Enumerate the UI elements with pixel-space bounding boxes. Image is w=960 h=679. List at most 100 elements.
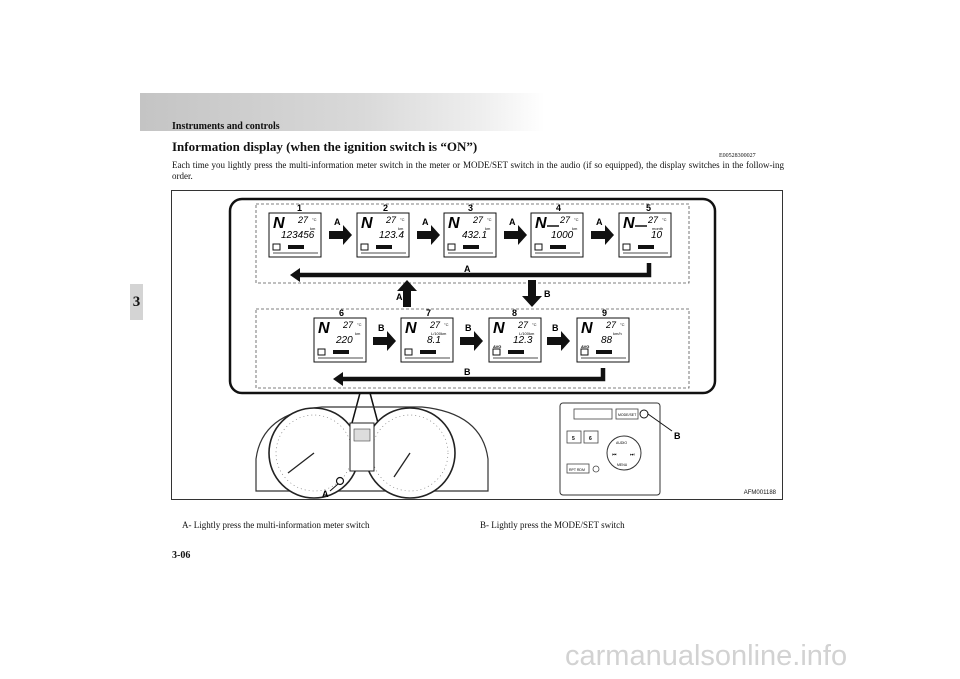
svg-text:10: 10 <box>651 230 663 241</box>
svg-text:A: A <box>422 217 429 227</box>
watermark-logo: carmanualsonline.info <box>565 640 848 672</box>
svg-text:km: km <box>572 226 578 231</box>
screen-number-5: 5 <box>646 203 651 213</box>
volume-knob <box>639 409 649 419</box>
caption-b: B- Lightly press the MODE/SET switch <box>480 520 625 530</box>
screen-7: N 27 °C L/100km 8.1 <box>400 317 454 363</box>
arrow-b-1: B <box>373 323 396 351</box>
screen-5: N 27 °C month 10 <box>618 212 672 258</box>
page-title: Information display (when the ignition s… <box>172 139 478 154</box>
svg-text:B: B <box>544 289 551 299</box>
bottom-sequence-box <box>255 308 690 389</box>
screen-number-8: 8 <box>512 308 517 318</box>
audio-panel: MODE/SET 5 6 AUDIO MENU ⏮ ⏭ RPT RDM B <box>559 402 681 496</box>
svg-text:27: 27 <box>385 215 397 225</box>
svg-text:MENU: MENU <box>617 463 628 467</box>
svg-text:km: km <box>310 226 316 231</box>
svg-text:°C: °C <box>400 217 405 222</box>
svg-text:27: 27 <box>342 320 354 330</box>
svg-text:27: 27 <box>605 320 617 330</box>
display-sequence-diagram: N 27 °C km 123456 N 27 °C km 123.4 N 27 … <box>228 197 717 499</box>
chapter-tab: 3 <box>130 284 143 320</box>
screen-1: N 27 °C km 123456 <box>268 212 322 258</box>
top-sequence-box <box>255 203 690 284</box>
svg-text:km: km <box>355 331 361 336</box>
svg-text:B: B <box>378 323 385 333</box>
svg-text:N: N <box>623 215 635 232</box>
screen-number-6: 6 <box>339 308 344 318</box>
screen-number-2: 2 <box>383 203 388 213</box>
panel-connector <box>351 392 379 424</box>
screen-number-1: 1 <box>297 203 302 213</box>
svg-text:L/100km: L/100km <box>519 331 535 336</box>
screen-number-3: 3 <box>468 203 473 213</box>
svg-text:°C: °C <box>444 322 449 327</box>
arrow-b-3: B <box>547 323 570 351</box>
svg-text:N: N <box>581 320 593 337</box>
svg-text:L/100km: L/100km <box>431 331 447 336</box>
svg-text:RPT RDM: RPT RDM <box>569 468 585 472</box>
svg-text:27: 27 <box>517 320 529 330</box>
screen-3: N 27 °C km 432.1 <box>443 212 497 258</box>
arrow-b-2: B <box>460 323 483 351</box>
screen-6: N 27 °C km 220 <box>313 317 367 363</box>
arrow-b-return-bottom: B <box>333 367 606 386</box>
svg-text:N: N <box>535 215 547 232</box>
svg-text:B: B <box>464 367 471 377</box>
svg-text:N: N <box>493 320 505 337</box>
svg-text:27: 27 <box>647 215 659 225</box>
header-band <box>140 93 545 131</box>
svg-text:432.1: 432.1 <box>462 230 487 241</box>
svg-text:N: N <box>448 215 460 232</box>
arrow-a-up: A <box>396 280 417 307</box>
svg-text:N: N <box>405 320 417 337</box>
instrument-cluster: A <box>255 406 489 499</box>
figure-frame: N 27 °C km 123456 N 27 °C km 123.4 N 27 … <box>171 190 783 500</box>
switch-label-b: B <box>674 431 681 441</box>
svg-text:month: month <box>652 226 663 231</box>
svg-text:27: 27 <box>472 215 484 225</box>
multi-information-switch <box>335 476 345 486</box>
arrow-a-4: A <box>591 217 614 245</box>
svg-text:B: B <box>552 323 559 333</box>
screen-9: N 27 °C km/h AVG 88 <box>576 317 630 363</box>
svg-text:°C: °C <box>312 217 317 222</box>
svg-text:220: 220 <box>335 335 353 346</box>
arrow-a-1: A <box>329 217 352 245</box>
figure-code: AFM001188 <box>743 490 776 496</box>
intro-paragraph: Each time you lightly press the multi-in… <box>172 160 784 181</box>
arrow-a-return-top: A <box>290 263 652 282</box>
svg-text:A: A <box>396 292 403 302</box>
svg-text:B: B <box>465 323 472 333</box>
svg-text:5: 5 <box>572 436 575 442</box>
svg-text:6: 6 <box>589 436 592 442</box>
svg-text:A: A <box>509 217 516 227</box>
svg-text:1000: 1000 <box>551 230 574 241</box>
mode-set-button <box>615 408 639 420</box>
doc-code: E00528300027 <box>719 153 756 159</box>
arrow-b-down: B <box>522 280 551 307</box>
svg-text:A: A <box>596 217 603 227</box>
switch-label-a: A <box>322 489 329 499</box>
svg-text:MODE/SET: MODE/SET <box>618 413 637 417</box>
svg-text:8.1: 8.1 <box>427 335 441 346</box>
svg-text:N: N <box>318 320 330 337</box>
caption-a: A- Lightly press the multi-information m… <box>182 520 370 530</box>
svg-text:AVG: AVG <box>581 344 589 349</box>
svg-text:⏮: ⏮ <box>612 452 617 458</box>
svg-text:km: km <box>398 226 404 231</box>
svg-text:°C: °C <box>532 322 537 327</box>
svg-text:°C: °C <box>357 322 362 327</box>
screen-number-7: 7 <box>426 308 431 318</box>
audio-dial <box>606 435 642 471</box>
svg-text:°C: °C <box>662 217 667 222</box>
svg-text:A: A <box>464 264 471 274</box>
page-number: 3-06 <box>172 550 191 561</box>
svg-text:⏭: ⏭ <box>630 452 635 458</box>
screen-number-4: 4 <box>556 203 561 213</box>
svg-text:123456: 123456 <box>281 230 315 241</box>
section-header: Instruments and controls <box>172 121 280 132</box>
svg-text:AUDIO: AUDIO <box>616 441 627 445</box>
screen-8: N 27 °C L/100km AVG 12.3 <box>488 317 542 363</box>
svg-text:°C: °C <box>574 217 579 222</box>
